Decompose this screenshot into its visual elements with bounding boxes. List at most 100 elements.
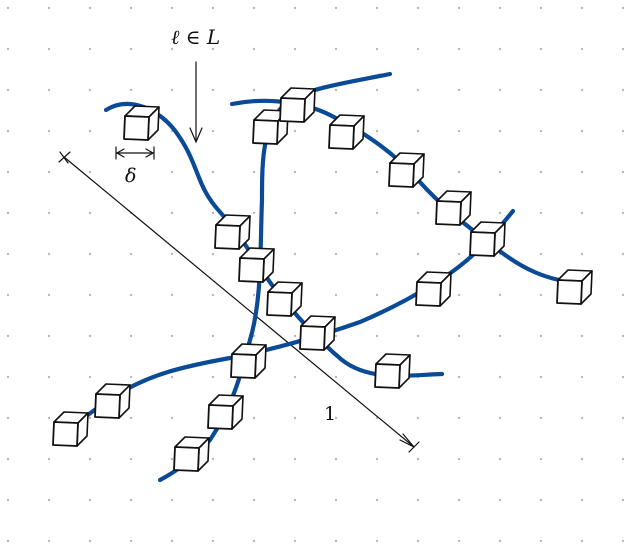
grid-dot	[211, 457, 215, 461]
cube	[230, 343, 267, 379]
delta-right-arrowhead	[145, 148, 155, 158]
grid-dot	[170, 293, 174, 297]
grid-dot	[88, 6, 92, 10]
grid-dot	[252, 88, 256, 92]
cube	[328, 114, 365, 150]
grid-dot	[580, 211, 584, 215]
grid-dot	[375, 252, 379, 256]
grid-dot	[293, 6, 297, 10]
grid-dot	[47, 6, 51, 10]
grid-dot	[621, 129, 625, 133]
grid-dot	[539, 457, 543, 461]
cube	[556, 269, 593, 305]
grid-dot	[170, 416, 174, 420]
cube	[388, 152, 425, 188]
grid-dot	[252, 539, 256, 543]
grid-dot	[498, 170, 502, 174]
delta-left-arrowhead	[115, 148, 125, 158]
grid-dot	[170, 252, 174, 256]
grid-dot	[539, 375, 543, 379]
grid-dot	[129, 539, 133, 543]
grid-dot	[416, 129, 420, 133]
grid-dot	[211, 539, 215, 543]
grid-dot	[211, 129, 215, 133]
grid-dot	[498, 211, 502, 215]
grid-dot	[416, 88, 420, 92]
grid-dot	[580, 416, 584, 420]
grid-dot	[621, 457, 625, 461]
grid-dot	[580, 170, 584, 174]
grid-dot	[334, 170, 338, 174]
grid-dot	[252, 6, 256, 10]
grid-dot	[621, 334, 625, 338]
grid-dot	[293, 498, 297, 502]
grid-dot	[47, 47, 51, 51]
grid-dot	[252, 416, 256, 420]
unit-label: 1	[324, 403, 336, 425]
grid-dot	[6, 211, 10, 215]
grid-dot	[621, 293, 625, 297]
grid-dot	[334, 211, 338, 215]
grid-dot	[539, 334, 543, 338]
unit-end-arrowhead	[399, 433, 415, 448]
grid-dot	[416, 498, 420, 502]
grid-dot	[88, 88, 92, 92]
cube	[299, 315, 336, 351]
grid-dot	[375, 6, 379, 10]
grid-dot	[88, 129, 92, 133]
cube	[238, 247, 275, 283]
grid-dot	[129, 375, 133, 379]
grid-dot	[129, 293, 133, 297]
grid-dot	[334, 88, 338, 92]
grid-dot	[47, 457, 51, 461]
grid-dot	[293, 539, 297, 543]
grid-dot	[580, 6, 584, 10]
grid-dot	[211, 498, 215, 502]
grid-dot	[457, 539, 461, 543]
grid-dot	[580, 129, 584, 133]
grid-dot	[252, 211, 256, 215]
grid-dot	[457, 416, 461, 420]
grid-dot	[88, 47, 92, 51]
grid-dot	[539, 170, 543, 174]
grid-dot	[88, 334, 92, 338]
grid-dot	[457, 498, 461, 502]
grid-dot	[457, 129, 461, 133]
grid-dot	[621, 498, 625, 502]
grid-dot	[88, 457, 92, 461]
grid-dot	[6, 6, 10, 10]
grid-dot	[252, 47, 256, 51]
grid-dot	[293, 457, 297, 461]
grid-dot	[375, 47, 379, 51]
grid-dot	[6, 498, 10, 502]
set-label: ℓ ∈ L	[171, 25, 220, 49]
grid-dot	[252, 498, 256, 502]
grid-dot	[6, 252, 10, 256]
grid-dot	[457, 457, 461, 461]
grid-dot	[6, 334, 10, 338]
grid-dot	[211, 47, 215, 51]
grid-dot	[539, 6, 543, 10]
grid-dot	[211, 252, 215, 256]
grid-dot	[293, 416, 297, 420]
grid-dot	[211, 170, 215, 174]
grid-dot	[211, 334, 215, 338]
grid-dot	[88, 539, 92, 543]
pointer-arrowhead	[189, 127, 203, 144]
grid-dot	[498, 47, 502, 51]
grid-dot	[211, 375, 215, 379]
grid-dot	[621, 375, 625, 379]
grid-dot	[170, 334, 174, 338]
grid-dot	[129, 170, 133, 174]
grid-dot	[293, 129, 297, 133]
grid-dot	[498, 293, 502, 297]
grid-dot	[6, 170, 10, 174]
grid-dot	[416, 252, 420, 256]
grid-dot	[129, 498, 133, 502]
grid-dot	[416, 47, 420, 51]
grid-dot	[375, 539, 379, 543]
grid-dot	[498, 129, 502, 133]
grid-dot	[170, 457, 174, 461]
grid-dot	[457, 170, 461, 174]
grid-dot	[293, 211, 297, 215]
